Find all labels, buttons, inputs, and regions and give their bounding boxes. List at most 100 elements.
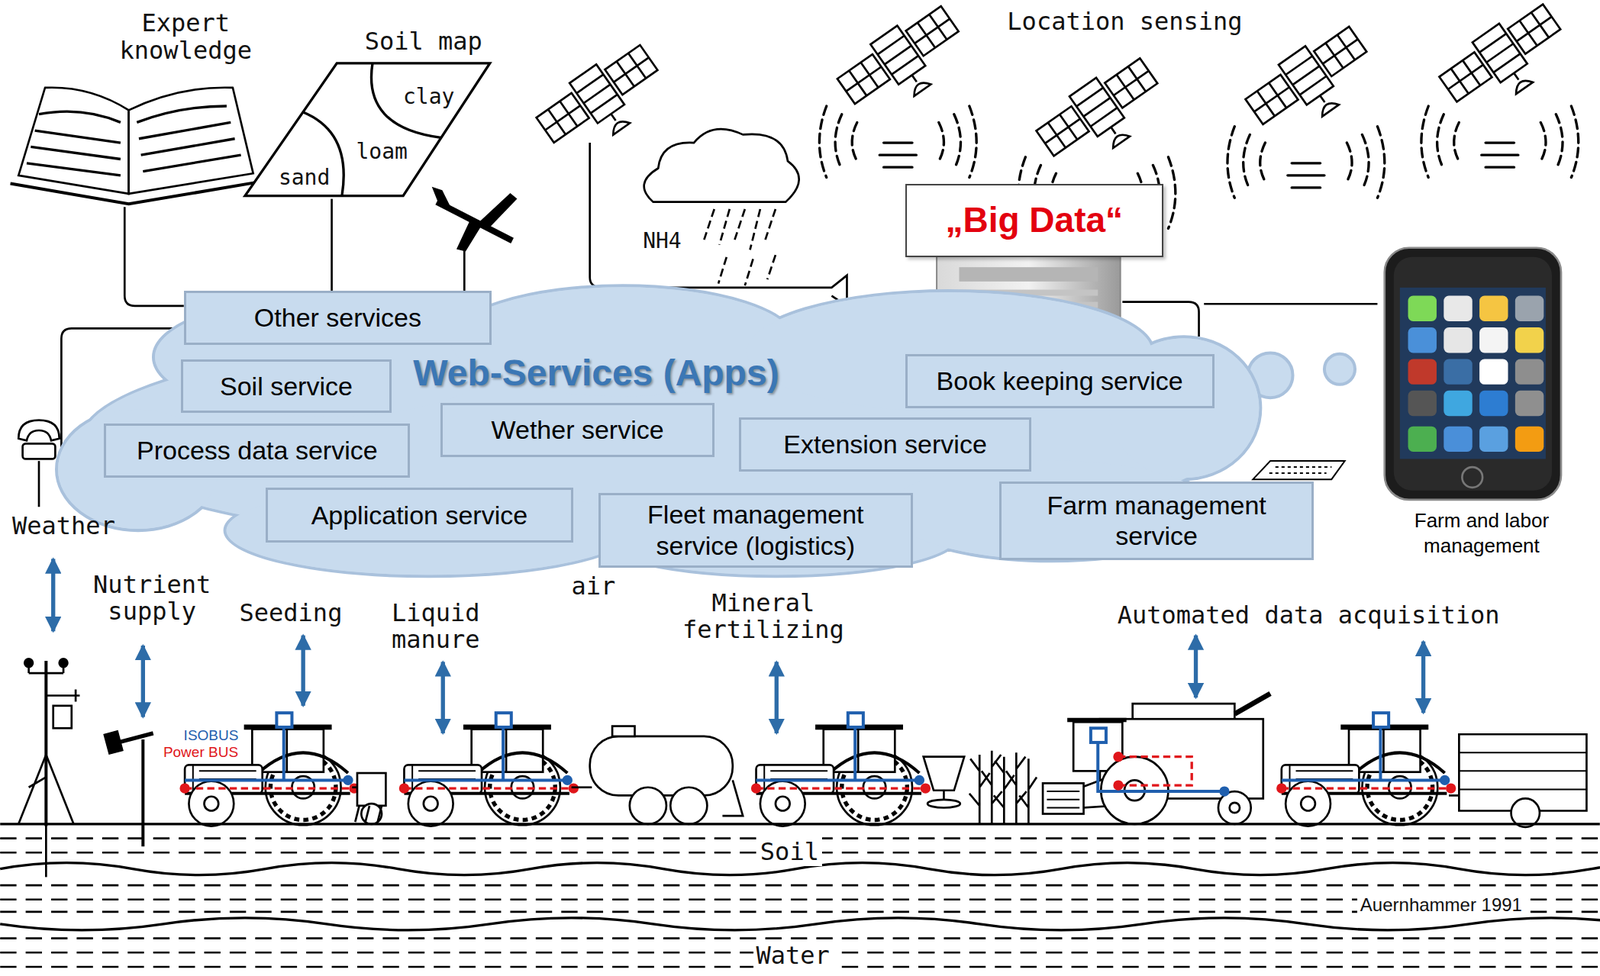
smartphone bbox=[1408, 358, 1437, 384]
expert-book bbox=[136, 106, 241, 172]
data-flow-arrows bbox=[441, 661, 446, 734]
smartphone bbox=[1443, 296, 1472, 322]
manure-tanker bbox=[670, 787, 707, 825]
expert-book bbox=[18, 87, 129, 194]
fertilizer-spreader bbox=[923, 757, 965, 791]
seeder bbox=[354, 806, 382, 823]
label-holder: Water bbox=[753, 942, 833, 970]
process-label: Automated data acquisition bbox=[1117, 600, 1500, 630]
service-name: Wether service bbox=[491, 414, 665, 446]
crop-plants bbox=[981, 751, 1003, 825]
process-label: Mineral fertilizing bbox=[682, 588, 845, 645]
smartphone bbox=[1408, 296, 1437, 322]
tractors bbox=[751, 712, 931, 826]
gps-satellites bbox=[1031, 51, 1174, 179]
connection-wires bbox=[38, 461, 41, 507]
manure-tanker bbox=[571, 786, 593, 789]
smartphone bbox=[1515, 390, 1544, 417]
process-label: Liquid manure bbox=[391, 598, 481, 655]
keyboard bbox=[1252, 461, 1345, 480]
web-services-cloud: Other servicesBook keeping serviceSoil s… bbox=[56, 290, 1261, 588]
smartphone bbox=[1408, 390, 1437, 417]
smartphone bbox=[1515, 426, 1544, 452]
smartphone bbox=[1443, 327, 1472, 353]
weather-station bbox=[29, 664, 64, 674]
weather-station bbox=[24, 658, 33, 668]
telephone bbox=[22, 443, 56, 459]
smartphone bbox=[1443, 358, 1472, 384]
chemical-label: NH4 bbox=[639, 228, 685, 254]
gps-satellites bbox=[819, 106, 977, 178]
rain-cloud bbox=[644, 129, 800, 286]
data-flow-arrows bbox=[53, 558, 1424, 734]
weather-station bbox=[45, 689, 80, 702]
label-holder: clay bbox=[400, 85, 458, 110]
layer-label: Soil bbox=[757, 837, 823, 867]
smartphone bbox=[1384, 248, 1562, 500]
label-holder: Soil map bbox=[341, 28, 506, 55]
service-box: Farm management service bbox=[999, 481, 1314, 561]
service-box: Extension service bbox=[738, 417, 1033, 472]
expert-book bbox=[26, 111, 121, 176]
connection-wires bbox=[1203, 303, 1378, 306]
fertilizer-spreader bbox=[923, 757, 965, 809]
service-name: Process data service bbox=[136, 435, 378, 467]
gps-satellites bbox=[1434, 0, 1577, 125]
soil-probe bbox=[103, 731, 123, 755]
connection-wires bbox=[330, 199, 333, 291]
smartphone bbox=[1443, 390, 1472, 417]
crop-plants bbox=[969, 754, 991, 825]
crop-plants bbox=[969, 751, 1037, 825]
plane bbox=[432, 187, 451, 207]
smartphone bbox=[1479, 327, 1508, 353]
label-holder: Mineral fertilizing bbox=[671, 590, 856, 644]
tractors bbox=[399, 712, 579, 826]
soil-layers bbox=[0, 884, 1600, 888]
data-flow-arrows bbox=[774, 661, 779, 734]
smartphone bbox=[1479, 358, 1508, 384]
manure-tanker bbox=[629, 787, 667, 825]
label-holder: Location sensing bbox=[1006, 8, 1242, 36]
combine-harvester bbox=[1042, 783, 1084, 814]
soil-type-label: loam bbox=[353, 138, 411, 165]
label-holder: Seeding bbox=[224, 600, 358, 627]
smartphone bbox=[1479, 390, 1508, 417]
smartphone bbox=[1400, 287, 1546, 460]
tractors bbox=[179, 712, 1456, 826]
cloud-title: Web-Services (Apps) bbox=[412, 351, 779, 394]
soil-probe bbox=[103, 731, 154, 848]
smartphone bbox=[1443, 426, 1472, 452]
data-flow-arrows bbox=[51, 558, 55, 632]
telephone bbox=[18, 420, 59, 460]
bus-label: Power BUS bbox=[163, 744, 239, 761]
seeder bbox=[357, 773, 386, 807]
manure-tanker bbox=[722, 780, 743, 817]
crop-plants bbox=[1006, 752, 1027, 825]
soil-layers bbox=[0, 918, 1600, 931]
source-note: Auernhammer 1991 bbox=[1357, 894, 1526, 916]
service-name: Fleet management service (logistics) bbox=[609, 499, 902, 562]
smartphone bbox=[1479, 426, 1508, 452]
smartphone bbox=[1515, 296, 1544, 322]
bus-label: ISOBUS bbox=[183, 727, 239, 744]
smartphone bbox=[1384, 248, 1562, 500]
label-holder: air bbox=[571, 573, 617, 600]
gps-satellites bbox=[1227, 126, 1385, 199]
combine-harvester bbox=[1097, 742, 1225, 792]
service-box: Soil service bbox=[180, 359, 393, 414]
thought-bubbles bbox=[1248, 352, 1355, 398]
smartphone bbox=[1393, 257, 1552, 491]
big-data-text: „Big Data“ bbox=[945, 199, 1123, 242]
combine-harvester bbox=[1112, 751, 1123, 762]
service-box: Application service bbox=[265, 487, 575, 543]
connection-wires bbox=[463, 245, 466, 291]
combine-harvester bbox=[1067, 718, 1127, 723]
soil-probe bbox=[141, 739, 145, 847]
layer-label: Water bbox=[753, 941, 833, 971]
weather-satellite bbox=[531, 37, 674, 165]
baler-trailer bbox=[1448, 734, 1587, 828]
combine-harvester bbox=[1118, 757, 1192, 786]
data-flow-arrows bbox=[1421, 641, 1426, 714]
telephone bbox=[18, 420, 59, 442]
